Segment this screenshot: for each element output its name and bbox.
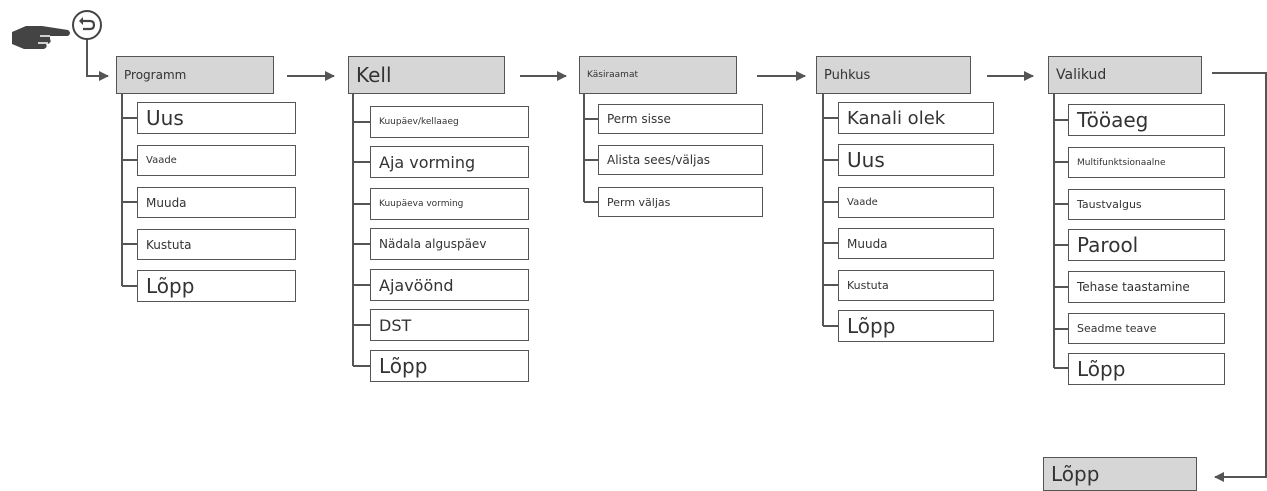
menu-item-perm-off[interactable]: Perm väljas <box>598 187 763 217</box>
menu-item-exit[interactable]: Lõpp <box>1068 353 1225 385</box>
menu-item-password[interactable]: Parool <box>1068 229 1225 261</box>
menu-item-factory-reset[interactable]: Tehase taastamine <box>1068 271 1225 303</box>
menu-item-exit[interactable]: Lõpp <box>838 310 994 342</box>
menu-item-timezone[interactable]: Ajavöönd <box>370 269 529 301</box>
menu-item-edit[interactable]: Muuda <box>137 187 296 218</box>
menu-header-clock[interactable]: Kell <box>348 56 505 94</box>
menu-item-edit[interactable]: Muuda <box>838 228 994 259</box>
menu-item-date-time[interactable]: Kuupäev/kellaaeg <box>370 106 529 138</box>
menu-item-exit[interactable]: Lõpp <box>370 350 529 382</box>
menu-item-perm-on[interactable]: Perm sisse <box>598 104 763 134</box>
menu-header-program[interactable]: Programm <box>116 56 274 94</box>
menu-item-multifunction[interactable]: Multifunktsionaalne <box>1068 147 1225 178</box>
menu-item-dst[interactable]: DST <box>370 309 529 341</box>
menu-item-date-format[interactable]: Kuupäeva vorming <box>370 188 529 220</box>
menu-header-manual[interactable]: Käsiraamat <box>579 56 737 94</box>
back-button-icon[interactable] <box>71 9 103 41</box>
menu-header-holiday[interactable]: Puhkus <box>816 56 971 94</box>
menu-header-label: Puhkus <box>824 67 871 83</box>
pointing-hand-icon <box>12 26 70 49</box>
menu-header-label: Valikud <box>1056 67 1107 83</box>
menu-item-work-time[interactable]: Tööaeg <box>1068 104 1225 136</box>
menu-header-label: Käsiraamat <box>587 70 638 80</box>
menu-item-delete[interactable]: Kustuta <box>838 270 994 301</box>
menu-item-new[interactable]: Uus <box>137 102 296 134</box>
menu-item-override[interactable]: Alista sees/väljas <box>598 145 763 175</box>
menu-item-new[interactable]: Uus <box>838 144 994 176</box>
menu-item-backlight[interactable]: Taustvalgus <box>1068 189 1225 220</box>
menu-item-week-start[interactable]: Nädala alguspäev <box>370 228 529 260</box>
menu-header-label: Kell <box>356 63 392 87</box>
menu-item-view[interactable]: Vaade <box>137 145 296 176</box>
menu-header-label: Programm <box>124 68 187 82</box>
menu-header-exit[interactable]: Lõpp <box>1043 457 1197 491</box>
menu-header-label: Lõpp <box>1051 462 1100 486</box>
menu-item-time-format[interactable]: Aja vorming <box>370 146 529 178</box>
menu-item-device-info[interactable]: Seadme teave <box>1068 313 1225 344</box>
menu-item-view[interactable]: Vaade <box>838 187 994 218</box>
menu-header-options[interactable]: Valikud <box>1048 56 1202 94</box>
menu-item-delete[interactable]: Kustuta <box>137 229 296 260</box>
menu-item-exit[interactable]: Lõpp <box>137 270 296 302</box>
menu-item-channel-state[interactable]: Kanali olek <box>838 102 994 134</box>
